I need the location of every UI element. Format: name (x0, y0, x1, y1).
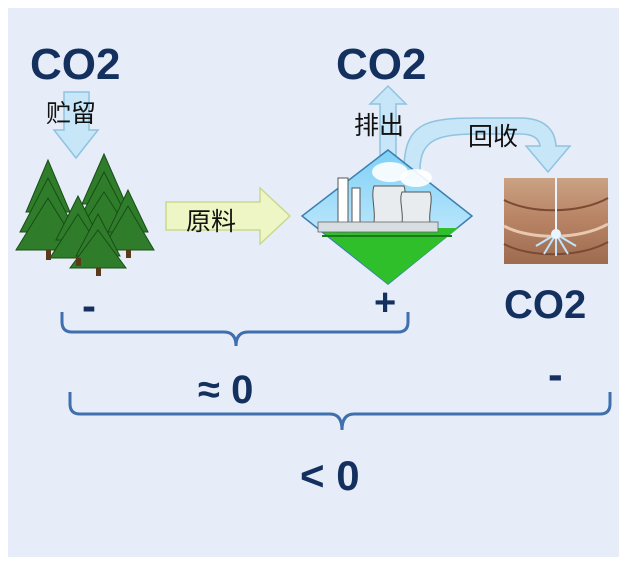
emission-label: 排出 (354, 111, 405, 140)
co2-emission-label: CO2 (336, 40, 427, 89)
recovery-label: 回收 (468, 122, 519, 151)
storage-arrow (52, 91, 100, 160)
diagram-panel (8, 8, 619, 557)
power-plant-icon (300, 149, 474, 285)
inner-bracket (60, 312, 410, 347)
underground-storage-icon (503, 178, 609, 264)
co2-underground-label: CO2 (504, 283, 587, 327)
co2-storage-label: CO2 (30, 40, 121, 89)
forest-sign-minus: - (82, 282, 96, 329)
emission-arrow (368, 84, 408, 156)
raw-material-label: 原料 (186, 207, 237, 236)
raw-material-arrow (165, 186, 292, 246)
plant-sign-plus: + (374, 282, 397, 324)
approx-zero-label: ≈ 0 (198, 368, 254, 412)
capture-sign-minus: - (548, 350, 563, 399)
outer-bracket (68, 392, 612, 431)
less-than-zero-label: < 0 (300, 452, 360, 499)
storage-label: 贮留 (46, 99, 97, 128)
forest-icon (15, 152, 155, 276)
recovery-arrow (403, 117, 572, 174)
